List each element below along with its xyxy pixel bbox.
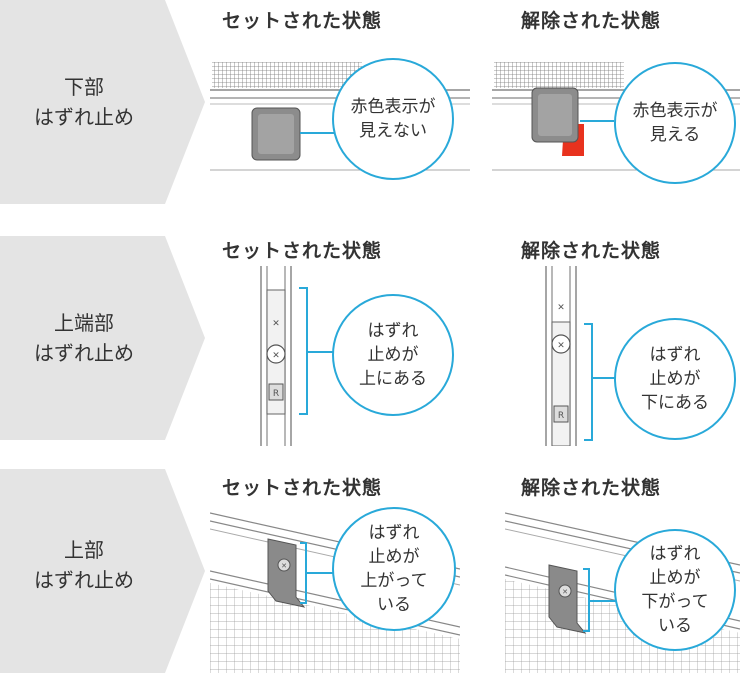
callout-bubble: はずれ 止めが 下にある [614, 318, 736, 440]
callout-line: 下にある [641, 393, 709, 413]
row-lower-stopper: 下部 はずれ止め セットされた状態 解除された状態 赤色表示が 見えない [0, 0, 740, 210]
row-label-arrow [0, 469, 205, 673]
top-edge-stopper-set-illustration: ✕ ✕ R [260, 266, 335, 446]
svg-text:✕: ✕ [562, 588, 568, 596]
row-label-line: はずれ止め [34, 105, 134, 129]
callout-line: 見える [649, 125, 701, 145]
callout-line: 見えない [359, 121, 427, 141]
callout-line: 上にある [359, 369, 427, 389]
svg-text:R: R [558, 411, 564, 421]
callout-line: 止めが [649, 568, 701, 588]
callout-line: はずれ [368, 523, 420, 543]
released-state-title: 解除された状態 [521, 477, 662, 499]
callout-line: 止めが [368, 547, 420, 567]
svg-text:✕: ✕ [281, 562, 287, 570]
row-top-edge-stopper: 上端部 はずれ止め セットされた状態 解除された状態 ✕ ✕ R はずれ 止めが… [0, 236, 740, 446]
callout-line: 上がって [360, 571, 428, 591]
row-label: 上部 はずれ止め [0, 535, 168, 595]
row-label-line: 下部 [64, 75, 104, 99]
row-upper-stopper: 上部 はずれ止め セットされた状態 解除された状態 ✕ はずれ 止めが 上がって… [0, 469, 740, 673]
callout-line: はずれ [649, 345, 701, 365]
lower-stopper-released-illustration [492, 62, 740, 171]
row-label-arrow [0, 0, 205, 204]
callout-line: はずれ [649, 544, 701, 564]
row-label-line: 上部 [64, 538, 104, 562]
callout-bubble: 赤色表示が 見える [614, 62, 736, 184]
callout-line: 赤色表示が [632, 101, 718, 121]
callout-bubble: はずれ 止めが 上にある [332, 294, 454, 416]
callout-bubble: 赤色表示が 見えない [332, 58, 454, 180]
svg-text:R: R [273, 389, 279, 399]
callout-line: はずれ [367, 321, 419, 341]
callout-line: 止めが [649, 369, 701, 389]
svg-text:✕: ✕ [557, 303, 565, 313]
top-edge-stopper-released-illustration: ✕ ✕ R [545, 266, 620, 446]
released-state-title: 解除された状態 [521, 240, 662, 262]
row-label: 上端部 はずれ止め [0, 308, 168, 368]
svg-text:✕: ✕ [272, 319, 280, 329]
callout-line: いる [377, 595, 411, 615]
set-state-title: セットされた状態 [222, 240, 383, 262]
row-label-line: はずれ止め [34, 341, 134, 365]
row-label-line: はずれ止め [34, 568, 134, 592]
callout-line: 止めが [367, 345, 419, 365]
callout-line: いる [658, 616, 692, 636]
callout-line: 赤色表示が [350, 97, 436, 117]
callout-bubble: はずれ 止めが 下がって いる [614, 529, 736, 651]
callout-bubble: はずれ 止めが 上がって いる [332, 507, 456, 631]
row-label-arrow [0, 236, 205, 440]
svg-text:✕: ✕ [557, 341, 565, 351]
svg-text:✕: ✕ [272, 351, 280, 361]
row-label-line: 上端部 [54, 311, 114, 335]
set-state-title: セットされた状態 [222, 10, 383, 32]
row-label: 下部 はずれ止め [0, 72, 168, 132]
set-state-title: セットされた状態 [222, 477, 383, 499]
callout-line: 下がって [641, 592, 709, 612]
released-state-title: 解除された状態 [521, 10, 662, 32]
